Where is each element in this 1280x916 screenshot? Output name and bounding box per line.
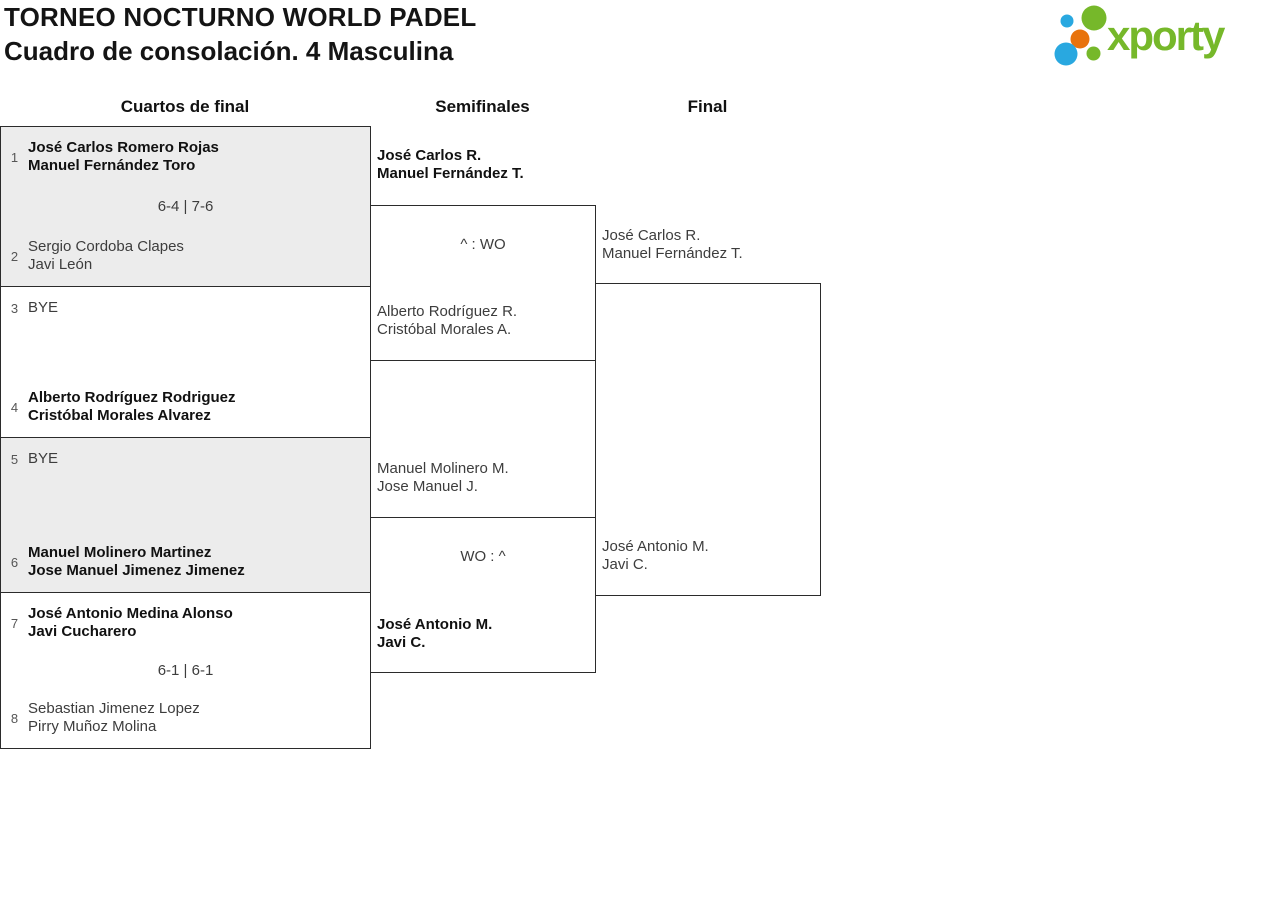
- player-name: Alberto Rodríguez R.: [377, 303, 518, 320]
- round-header-quarterfinals: Cuartos de final: [120, 97, 250, 116]
- team-row: 7 José Antonio Medina Alonso Javi Cuchar…: [1, 605, 370, 641]
- team-row: 1 José Carlos Romero Rojas Manuel Fernán…: [1, 139, 370, 175]
- player-name: Manuel Molinero M.: [377, 460, 509, 477]
- player-name: José Carlos R.: [602, 227, 701, 244]
- match-score: 6-4 | 7-6: [157, 197, 214, 215]
- draw-subtitle: Cuadro de consolación. 4 Masculina: [4, 36, 454, 66]
- player-name: José Carlos Romero Rojas: [28, 139, 219, 156]
- player-name: Manuel Fernández T.: [377, 164, 524, 182]
- team-row: 5 BYE: [1, 450, 370, 468]
- xporty-logo: xporty: [1054, 5, 1228, 66]
- round-header-semifinals: Semifinales: [435, 97, 530, 116]
- match-score: WO : ^: [460, 548, 506, 565]
- player-name: BYE: [28, 450, 59, 467]
- tournament-title: TORNEO NOCTURNO WORLD PADEL: [4, 2, 477, 32]
- semifinal1-team2: Alberto Rodríguez R. Cristóbal Morales A…: [377, 303, 517, 338]
- team-row: 3 BYE: [1, 299, 370, 317]
- player-name: Cristóbal Morales Alvarez: [28, 407, 211, 424]
- player-name: BYE: [28, 299, 59, 316]
- logo-dot-blue-large: [1054, 42, 1078, 66]
- player-name: Javi León: [28, 256, 93, 273]
- semifinal2-team1: Manuel Molinero M. Jose Manuel J.: [377, 460, 509, 495]
- player-name: Javi C.: [377, 633, 426, 651]
- logo-dot-green-small: [1086, 46, 1101, 61]
- player-name: Cristóbal Morales A.: [377, 320, 512, 338]
- team-seed: 7: [10, 615, 19, 631]
- team-seed: 1: [10, 149, 19, 165]
- player-name: José Antonio M.: [377, 616, 493, 633]
- player-name: Sergio Cordoba Clapes: [28, 238, 184, 255]
- logo-dot-orange: [1070, 29, 1090, 49]
- team-names: José Carlos Romero Rojas Manuel Fernánde…: [28, 139, 219, 175]
- team-names: BYE: [28, 299, 58, 317]
- player-name: José Antonio Medina Alonso: [28, 605, 233, 622]
- team-names: Sebastian Jimenez Lopez Pirry Muñoz Moli…: [28, 700, 200, 736]
- logo-dot-blue-small: [1060, 14, 1074, 28]
- player-name: Jose Manuel J.: [377, 477, 478, 495]
- match-score: 6-1 | 6-1: [157, 661, 214, 679]
- team-seed: 3: [10, 300, 19, 316]
- team-seed: 8: [10, 710, 19, 726]
- player-name: José Carlos R.: [377, 147, 482, 164]
- team-names: Manuel Molinero Martinez Jose Manuel Jim…: [28, 544, 245, 580]
- logo-wordmark: xporty: [1107, 12, 1226, 59]
- team-row: 2 Sergio Cordoba Clapes Javi León: [1, 238, 370, 274]
- player-name: Manuel Molinero Martinez: [28, 544, 212, 561]
- round-header-final: Final: [687, 97, 728, 116]
- quarterfinal-match-2: 3 BYE 4 Alberto Rodríguez Rodriguez Cris…: [0, 286, 371, 438]
- player-name: José Antonio M.: [602, 538, 709, 555]
- player-name: Sebastian Jimenez Lopez: [28, 700, 200, 717]
- final-match: [595, 283, 821, 596]
- player-name: Jose Manuel Jimenez Jimenez: [28, 562, 245, 579]
- team-names: Alberto Rodríguez Rodriguez Cristóbal Mo…: [28, 389, 236, 425]
- final-team1: José Carlos R. Manuel Fernández T.: [602, 227, 743, 262]
- match-score: ^ : WO: [460, 236, 506, 253]
- quarterfinal-match-4: 7 José Antonio Medina Alonso Javi Cuchar…: [0, 592, 371, 749]
- logo-dot-green-large: [1081, 5, 1107, 31]
- team-seed: 6: [10, 554, 19, 570]
- player-name: Javi Cucharero: [28, 623, 137, 640]
- team-names: José Antonio Medina Alonso Javi Cucharer…: [28, 605, 233, 641]
- player-name: Alberto Rodríguez Rodriguez: [28, 389, 236, 406]
- semifinal1-team1: José Carlos R. Manuel Fernández T.: [377, 147, 524, 182]
- player-name: Manuel Fernández T.: [602, 244, 743, 262]
- semifinal2-team2: José Antonio M. Javi C.: [377, 616, 492, 651]
- team-seed: 2: [10, 248, 19, 264]
- team-names: BYE: [28, 450, 58, 468]
- team-seed: 4: [10, 399, 19, 415]
- team-row: 6 Manuel Molinero Martinez Jose Manuel J…: [1, 544, 370, 580]
- quarterfinal-match-1: 1 José Carlos Romero Rojas Manuel Fernán…: [0, 126, 371, 287]
- player-name: Pirry Muñoz Molina: [28, 718, 157, 735]
- team-row: 8 Sebastian Jimenez Lopez Pirry Muñoz Mo…: [1, 700, 370, 736]
- team-row: 4 Alberto Rodríguez Rodriguez Cristóbal …: [1, 389, 370, 425]
- player-name: Manuel Fernández Toro: [28, 157, 196, 174]
- team-seed: 5: [10, 451, 19, 467]
- quarterfinal-match-3: 5 BYE 6 Manuel Molinero Martinez Jose Ma…: [0, 437, 371, 593]
- player-name: Javi C.: [602, 555, 648, 573]
- final-team2: José Antonio M. Javi C.: [602, 538, 709, 573]
- team-names: Sergio Cordoba Clapes Javi León: [28, 238, 184, 274]
